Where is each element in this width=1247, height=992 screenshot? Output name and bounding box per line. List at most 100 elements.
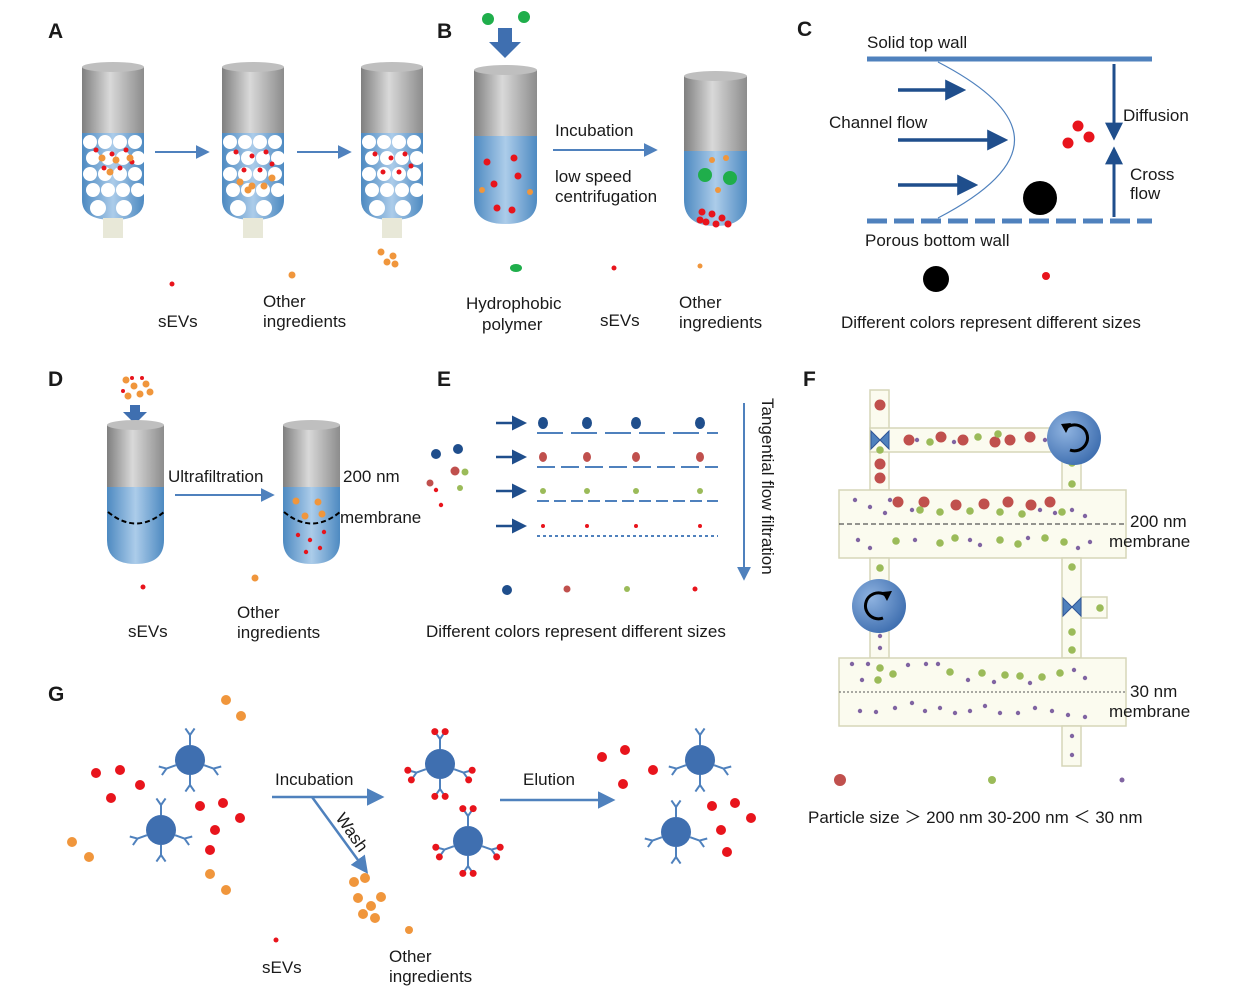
panel-d-feed-particles [121, 376, 154, 400]
sev-particle [618, 779, 628, 789]
panel-d-legend-other-2: ingredients [237, 623, 320, 642]
other-particle [221, 695, 231, 705]
sev-particle [130, 376, 134, 380]
medium-particle [1016, 672, 1024, 680]
tube-cap [474, 70, 537, 136]
small-particle [882, 510, 888, 516]
panel-c-small-particle [1072, 120, 1084, 132]
medium-particle [1068, 563, 1076, 571]
tube-cap [222, 67, 284, 133]
other-particle [370, 913, 380, 923]
column-bead [253, 167, 267, 181]
small-particle [1087, 539, 1093, 545]
bead-core [425, 749, 455, 779]
antibody-arm [670, 799, 677, 808]
small-particle [1075, 545, 1081, 551]
panel-e-caption: Different colors represent different siz… [426, 622, 726, 641]
panel-d-step: Ultrafiltration [168, 467, 263, 486]
small-particle [1052, 510, 1058, 516]
antibody-arm [699, 784, 706, 793]
other-particle [84, 852, 94, 862]
column-bead [113, 135, 127, 149]
antibody-stem [137, 834, 148, 840]
panel-f: F 200 nm membrane 30 nm membrane Particl… [803, 368, 1190, 827]
bead-core [146, 815, 176, 845]
medium-particle [1038, 673, 1046, 681]
sev-particle [91, 768, 101, 778]
antibody-arm [694, 727, 701, 736]
antibody-arm [698, 839, 705, 848]
sev-particle [696, 216, 704, 224]
panel-g-legend-sev-dot [273, 937, 279, 943]
medium-particle [951, 534, 959, 542]
small-particle [855, 537, 861, 543]
large-particle [453, 444, 463, 454]
retained-particle [538, 417, 548, 429]
panel-b-legend-other-2: ingredients [679, 313, 762, 332]
other-particle [318, 510, 326, 518]
panel-f-membrane2-label: membrane [1109, 702, 1190, 721]
panel-a-legend-sev: sEVs [158, 312, 198, 331]
panel-f-legend-small-dot [1119, 777, 1125, 783]
sev-particle [218, 798, 228, 808]
sev-particle [508, 206, 516, 214]
sev-particle [93, 147, 99, 153]
pump-arrowhead [882, 591, 892, 601]
other-particle [126, 154, 134, 162]
column-bead [223, 135, 237, 149]
panel-f-legend-medium-dot [988, 776, 996, 784]
column-bead [90, 200, 106, 216]
antibody-arm [132, 837, 139, 846]
medium-particle [994, 430, 1002, 438]
small-particle [867, 504, 873, 510]
tube-cap [283, 425, 340, 487]
sev-particle [493, 204, 501, 212]
sev-particle [388, 155, 394, 161]
sev-particle [722, 847, 732, 857]
captured-sev [468, 766, 476, 774]
antibody-arm [184, 784, 191, 793]
panel-g-legend-other-2: ingredients [389, 967, 472, 986]
sev-particle [121, 389, 125, 393]
small-particle [1082, 675, 1088, 681]
antibody-arm [189, 784, 196, 793]
column-bead [410, 151, 424, 165]
retained-particle [584, 488, 590, 494]
small-particle [1025, 535, 1031, 541]
panel-a-legend-sev-dot [169, 281, 175, 287]
retained-particle [539, 452, 547, 462]
sev-particle [321, 529, 327, 535]
antibody-bead [404, 728, 476, 800]
other-particle [122, 376, 130, 384]
sev-particle [746, 813, 756, 823]
panel-b-legend-polymer-2: polymer [482, 315, 543, 334]
medium-particle [974, 433, 982, 441]
retained-particle [696, 452, 704, 462]
sev-particle [307, 537, 313, 543]
column-bead [116, 151, 130, 165]
large-particle [957, 434, 969, 446]
sev-particle [402, 151, 408, 157]
antibody-arm [155, 854, 162, 863]
captured-sev [459, 869, 467, 877]
panel-g-particles [67, 695, 756, 923]
bead-core [453, 826, 483, 856]
medium-particle [457, 485, 463, 491]
antibody-stem [676, 764, 687, 770]
tube-rim [283, 420, 340, 430]
small-particle [952, 710, 958, 716]
column-bead [101, 183, 115, 197]
column-bead [268, 135, 282, 149]
tube [283, 420, 340, 564]
panel-e-filter-rows [496, 415, 718, 537]
large-particle [874, 399, 886, 411]
sev-particle [708, 210, 716, 218]
other-particle [709, 157, 715, 163]
tube-liquid [107, 487, 164, 564]
panel-g-antibody-beads [129, 727, 732, 877]
panel-c-cross-1: Cross [1130, 165, 1174, 184]
medium-particle [892, 537, 900, 545]
panel-d-legend-sev-dot [140, 584, 146, 590]
medium-particle [876, 446, 884, 454]
